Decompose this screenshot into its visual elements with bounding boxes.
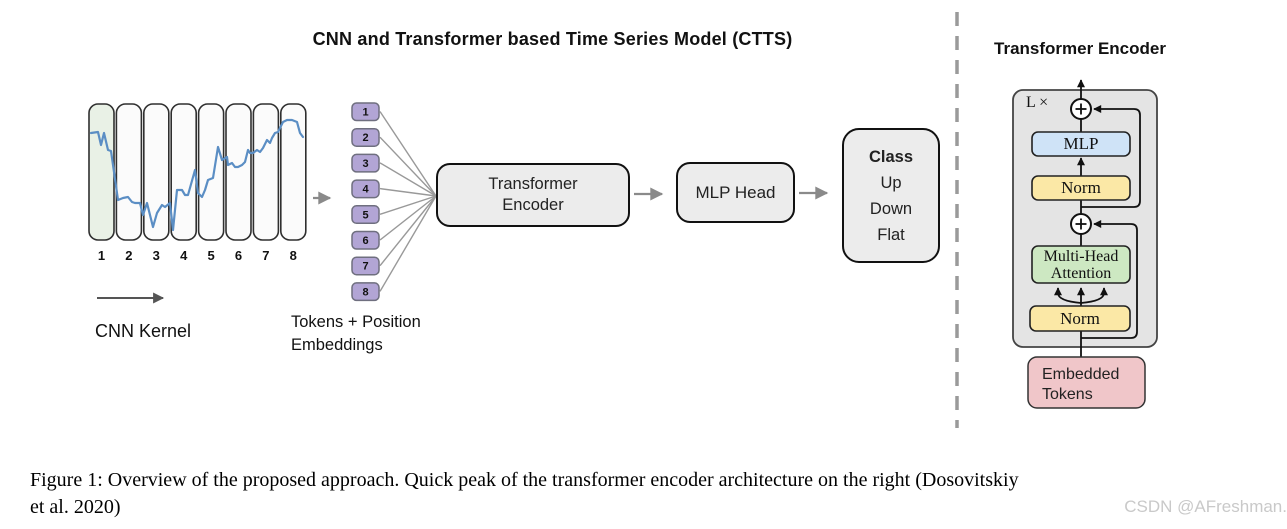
segment-label: 1 <box>98 248 105 263</box>
token-box <box>351 230 380 250</box>
segment-label: 8 <box>290 248 297 263</box>
loop-count-label: L × <box>1026 94 1048 111</box>
mlp-block <box>1031 131 1131 157</box>
token-label: 2 <box>362 132 368 144</box>
fan-line <box>379 111 437 197</box>
embedded-label-line2: Tokens <box>1042 386 1093 403</box>
token-label: 6 <box>362 235 368 247</box>
residual-add-icon <box>1070 98 1092 120</box>
fan-line <box>379 187 437 197</box>
attention-input-arrow-right <box>1080 287 1108 304</box>
token-box <box>351 102 380 122</box>
encoder-label-line1: Transformer <box>488 175 578 193</box>
cnn-segment <box>279 103 307 241</box>
mlp-head-label: MLP Head <box>695 183 776 202</box>
fan-line <box>379 136 437 197</box>
token-label: 8 <box>362 286 368 298</box>
token-box <box>351 179 380 199</box>
cnn-window-chart: 1 2 3 4 5 6 7 8 <box>88 103 307 263</box>
fan-line <box>379 162 437 197</box>
cnn-segment <box>115 103 143 241</box>
watermark-text: CSDN @AFreshman. <box>1124 497 1287 516</box>
token-label: 4 <box>362 184 369 196</box>
cnn-segment <box>225 103 252 241</box>
token-label: 5 <box>362 209 368 221</box>
norm-upper-label: Norm <box>1061 178 1101 197</box>
segment-label: 4 <box>180 248 188 263</box>
cnn-segment <box>252 103 280 241</box>
fan-line <box>379 195 437 292</box>
residual-connection-lower <box>1081 220 1138 339</box>
embedded-tokens-block <box>1027 356 1146 409</box>
figure-caption: Figure 1: Overview of the proposed appro… <box>30 467 1282 521</box>
norm-lower-label: Norm <box>1060 309 1100 328</box>
norm-block-upper <box>1031 175 1131 201</box>
segment-label: 2 <box>125 248 132 263</box>
token-label: 3 <box>362 158 368 170</box>
token-box <box>351 153 380 173</box>
segment-label: 7 <box>262 248 269 263</box>
token-stack: 1 2 3 4 5 6 7 8 <box>351 102 437 302</box>
class-option: Down <box>869 200 913 218</box>
caption-line2: et al. 2020) <box>30 496 121 518</box>
tokens-label-line1: Tokens + Position <box>291 313 421 331</box>
embedded-label-line1: Embedded <box>1042 366 1119 383</box>
residual-connection-upper <box>1081 105 1141 208</box>
transformer-encoder-box: Transformer Encoder <box>436 163 630 227</box>
tokens-label-line2: Embeddings <box>291 336 383 354</box>
class-title: Class <box>868 148 914 166</box>
encoder-detail-panel: L × <box>1012 79 1158 409</box>
cnn-segment-highlighted <box>88 103 115 241</box>
encoder-label-line2: Encoder <box>502 196 564 214</box>
multi-head-attention-block <box>1031 245 1131 284</box>
cnn-segment <box>197 103 225 241</box>
fan-line <box>379 195 437 267</box>
attention-label-line2: Attention <box>1051 265 1111 282</box>
class-option: Flat <box>877 226 905 244</box>
segment-label: 5 <box>207 248 214 263</box>
tokens-position-embeddings-label: Tokens + Position Embeddings <box>291 311 421 357</box>
encoder-detail-title: Transformer Encoder <box>994 39 1166 58</box>
attention-label-line1: Multi-Head <box>1044 248 1119 265</box>
segment-label: 6 <box>235 248 242 263</box>
residual-add-icon <box>1070 213 1092 235</box>
fan-line <box>379 195 437 241</box>
price-line <box>89 118 305 232</box>
token-box <box>351 256 380 276</box>
segment-label: 3 <box>153 248 160 263</box>
cnn-kernel-label: CNN Kernel <box>95 321 192 341</box>
token-box <box>351 282 380 302</box>
mlp-block-label: MLP <box>1064 134 1099 153</box>
cnn-segment <box>143 103 170 241</box>
figure-title: CNN and Transformer based Time Series Mo… <box>312 29 793 49</box>
fan-line <box>379 195 437 215</box>
token-label: 1 <box>362 107 368 119</box>
token-box <box>351 127 380 147</box>
attention-input-arrow-left <box>1054 287 1082 304</box>
token-box <box>351 205 380 225</box>
norm-block-lower <box>1029 305 1131 332</box>
class-option: Up <box>880 174 902 192</box>
caption-line1: Figure 1: Overview of the proposed appro… <box>30 469 1019 491</box>
class-output-box: Class Up Down Flat <box>842 128 940 263</box>
mlp-head-box: MLP Head <box>676 162 795 223</box>
token-label: 7 <box>362 261 368 273</box>
